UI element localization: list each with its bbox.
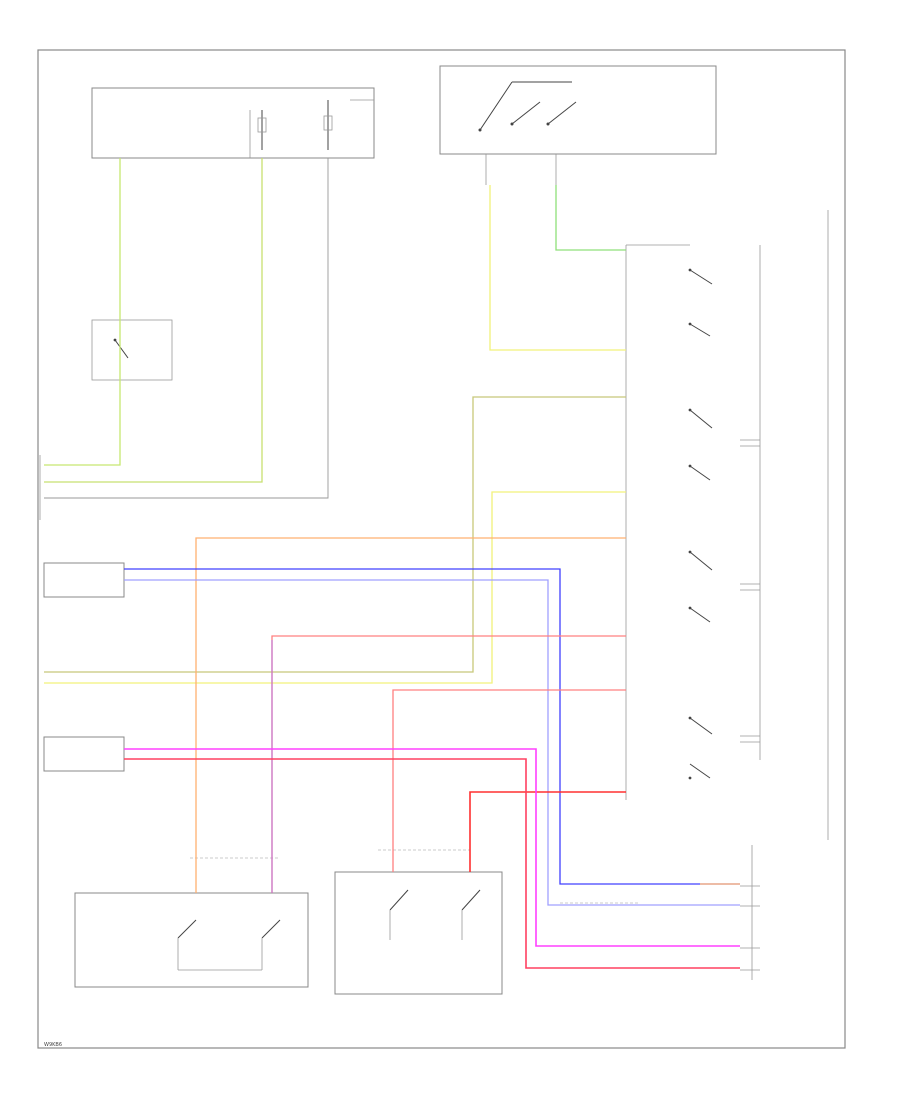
front-right-impact-sensor — [43, 736, 125, 772]
wire-fuse-to-left-bus — [44, 158, 121, 466]
wire-yellow — [44, 491, 626, 684]
fuse-element-1 — [257, 110, 267, 150]
ignition-switch-contacts — [478, 81, 577, 132]
wire-orange — [195, 537, 626, 893]
wire-pink-2 — [392, 689, 626, 872]
front-left-impact-sensor — [43, 562, 125, 598]
fuse-interlock-box — [91, 319, 173, 381]
bottom-connector-pins — [740, 885, 760, 971]
module-switch-8 — [688, 763, 711, 780]
wire-red — [469, 791, 626, 872]
interlock-switch — [113, 338, 129, 359]
module-switch-2 — [688, 322, 711, 337]
diagram-frame — [37, 49, 846, 1049]
wire-olive — [44, 396, 626, 673]
figure-code: W9KB6 — [44, 1042, 62, 1048]
wire-red-lower — [124, 758, 740, 969]
wire-ignition-yellow — [489, 185, 626, 351]
wire-blue — [124, 568, 740, 885]
wire-magenta — [124, 748, 740, 947]
module-switch-1 — [688, 268, 713, 285]
wire-ignition-green — [555, 185, 626, 251]
wire-fuse-to-ground-bus — [44, 158, 263, 483]
wire-fuse-right-drop — [44, 158, 329, 499]
module-switch-5 — [688, 550, 713, 571]
ignition-switch-block — [439, 65, 717, 155]
module-contact-ticks — [740, 439, 760, 743]
fuse-box-block — [91, 87, 375, 159]
wire-lavender — [124, 579, 740, 906]
right-pretensioner-switches — [177, 919, 281, 971]
module-switch-3 — [688, 408, 713, 429]
right-pretensioner-block — [74, 892, 309, 988]
module-switch-7 — [688, 716, 713, 735]
left-pretensioner-switches — [389, 889, 481, 940]
left-pretensioner-block — [334, 871, 503, 995]
module-switch-4 — [688, 464, 711, 481]
fuse-element-2 — [323, 100, 333, 150]
wire-pink — [271, 635, 626, 893]
module-switch-6 — [688, 606, 711, 623]
